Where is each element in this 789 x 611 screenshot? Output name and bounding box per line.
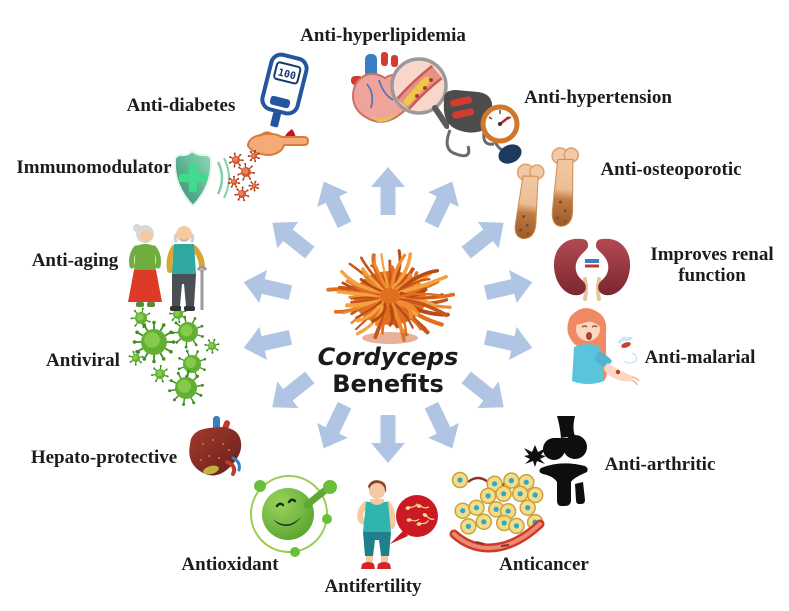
label-improves-renal-function: Improves renal function: [650, 244, 774, 286]
immune-shield-icon: [173, 149, 260, 208]
radial-arrow: [371, 415, 405, 463]
antioxidant-molecule-icon: [250, 475, 337, 557]
label-anti-aging: Anti-aging: [31, 250, 119, 271]
sperm-cells: [405, 503, 435, 526]
cordyceps-mushroom-image: [326, 249, 456, 344]
radial-arrow: [416, 398, 467, 456]
label-anticancer: Anticancer: [499, 554, 589, 575]
label-anti-diabetes: Anti-diabetes: [126, 95, 236, 116]
radial-arrow: [262, 364, 321, 421]
center-title: Cordyceps: [317, 343, 459, 371]
label-antioxidant: Antioxidant: [181, 554, 279, 575]
tumor-cells: [451, 471, 544, 535]
label-anti-malarial: Anti-malarial: [644, 347, 756, 368]
label-antifertility: Antifertility: [324, 576, 422, 597]
radial-arrow: [416, 174, 467, 232]
svg-text:100: 100: [277, 67, 297, 82]
label-anti-arthritic: Anti-arthritic: [604, 454, 716, 475]
osteoporotic-bones-icon: [514, 147, 580, 240]
label-antiviral: Antiviral: [46, 350, 120, 371]
radial-arrow: [240, 321, 294, 365]
kidneys-icon: [553, 238, 631, 301]
radial-arrow: [482, 321, 536, 365]
virus-particles-icon: [128, 306, 220, 406]
glucose-meter-icon: 100: [246, 52, 310, 157]
center-title-block: Cordyceps Benefits: [288, 344, 488, 398]
radial-arrow: [456, 209, 515, 266]
label-anti-hyperlipidemia: Anti-hyperlipidemia: [300, 25, 466, 46]
label-immunomodulator: Immunomodulator: [16, 157, 172, 178]
label-hepato-protective: Hepato-protective: [30, 447, 178, 468]
label-anti-osteoporotic: Anti-osteoporotic: [600, 159, 742, 180]
radial-arrow: [482, 265, 536, 309]
radial-arrow: [240, 265, 294, 309]
radial-arrow: [308, 174, 359, 232]
tumor-cells-icon: [449, 471, 545, 553]
knee-joint-icon: [524, 416, 588, 506]
mosquito-bite-woman-icon: [567, 308, 640, 386]
radial-arrow: [456, 364, 515, 421]
heart-artery-magnifier-icon: [351, 52, 449, 129]
elderly-couple-icon: [128, 224, 208, 311]
liver-icon: [189, 416, 242, 476]
radial-arrow: [262, 209, 321, 266]
man-sperm-bubble-icon: [357, 480, 438, 569]
radial-arrow: [308, 398, 359, 456]
radial-arrow: [371, 167, 405, 215]
blood-pressure-monitor-icon: [443, 90, 522, 164]
center-subtitle: Benefits: [332, 370, 444, 398]
label-anti-hypertension: Anti-hypertension: [524, 87, 672, 108]
